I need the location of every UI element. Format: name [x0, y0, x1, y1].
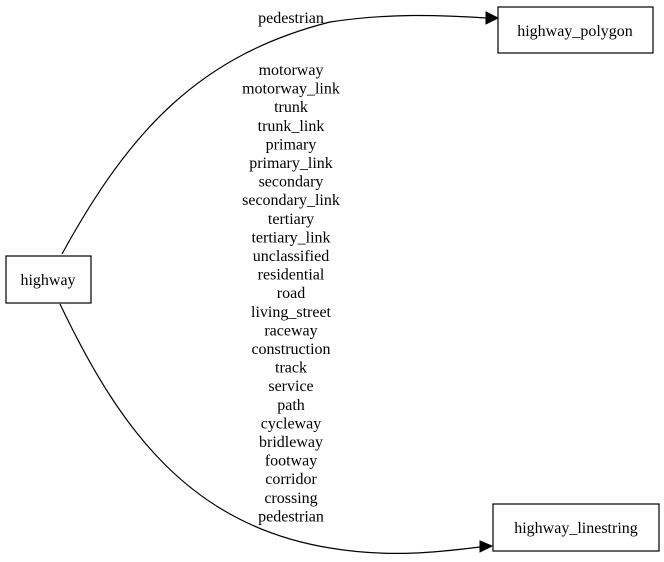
edge-label-list-linestring: motorwaymotorway_linktrunktrunk_linkprim…	[242, 62, 340, 525]
node-highway-polygon[interactable]: highway_polygon	[497, 6, 654, 54]
edge-label-linestring-item: footway	[265, 453, 317, 470]
edge-label-linestring-item: residential	[258, 267, 325, 284]
edge-label-linestring-item: pedestrian	[258, 508, 324, 525]
edge-label-linestring-item: raceway	[264, 322, 317, 339]
node-highway-polygon-label: highway_polygon	[517, 23, 633, 40]
edge-label-linestring-item: corridor	[265, 471, 317, 488]
node-highway-linestring[interactable]: highway_linestring	[492, 503, 660, 552]
node-highway-linestring-label: highway_linestring	[514, 520, 638, 537]
edge-label-linestring-item: construction	[251, 341, 330, 358]
edge-highway-to-polygon: pedestrian	[61, 10, 500, 255]
edge-label-linestring-item: road	[277, 285, 305, 302]
edge-label-linestring-item: primary	[266, 136, 317, 153]
edge-label-linestring-item: unclassified	[253, 248, 329, 265]
edge-label-linestring-item: trunk	[274, 99, 308, 116]
edge-label-linestring-item: tertiary	[268, 211, 314, 228]
node-highway-linestring-box	[492, 503, 660, 552]
node-highway-label: highway	[20, 272, 75, 289]
node-highway[interactable]: highway	[5, 255, 92, 304]
edge-path-to-polygon	[61, 14, 487, 255]
edge-label-linestring-item: motorway	[259, 62, 324, 79]
edge-highway-to-linestring: motorwaymotorway_linktrunktrunk_linkprim…	[59, 62, 494, 555]
node-highway-polygon-box	[497, 6, 654, 54]
edge-label-linestring-item: service	[268, 378, 313, 395]
edge-label-linestring-item: living_street	[251, 304, 332, 321]
edge-label-linestring-item: cycleway	[261, 415, 321, 432]
edge-label-linestring-item: secondary_link	[242, 192, 340, 209]
edge-label-linestring-item: crossing	[264, 490, 317, 507]
edge-path-to-linestring	[59, 303, 481, 555]
edge-label-linestring-item: track	[275, 360, 307, 377]
edge-label-linestring-item: primary_link	[249, 155, 333, 172]
edge-label-linestring-item: trunk_link	[258, 118, 325, 135]
edge-label-polygon: pedestrian	[258, 10, 324, 27]
node-highway-box	[5, 255, 92, 304]
edge-label-linestring-item: bridleway	[259, 434, 323, 451]
edge-label-linestring-item: motorway_link	[242, 81, 340, 98]
arrowhead-to-linestring	[479, 540, 494, 553]
edge-label-linestring-item: tertiary_link	[251, 229, 330, 246]
edge-label-linestring-item: path	[277, 397, 305, 414]
edge-label-linestring-item: secondary	[259, 174, 324, 191]
arrowhead-to-polygon	[485, 11, 500, 25]
